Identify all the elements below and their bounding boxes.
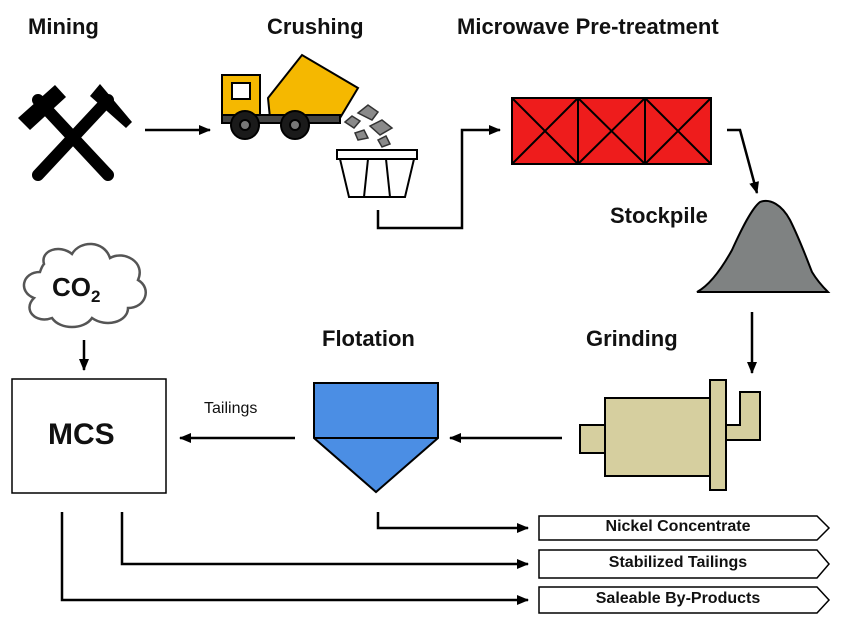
output-banner-stabilized: [538, 549, 830, 579]
co2-label: CO2: [52, 272, 100, 307]
label-mining: Mining: [28, 14, 99, 39]
arrow-to-saleable-by-products: [60, 512, 529, 605]
output-label-nickel: Nickel Concentrate: [605, 518, 751, 535]
arrow-microwave-to-stockpile: [727, 128, 759, 194]
output-banner-nickel: [538, 515, 831, 541]
label-flotation: Flotation: [322, 326, 415, 351]
mcs-box: [11, 378, 167, 494]
label-microwave: Microwave Pre-treatment: [457, 14, 719, 39]
crossed-hammers-icon: [18, 84, 132, 181]
stockpile-icon: [696, 200, 831, 293]
microwave-unit: [511, 97, 712, 165]
co2-base: CO: [52, 272, 91, 302]
cloud-icon: [22, 242, 147, 329]
output-banner-saleable: [538, 586, 831, 614]
rocks-icon: [343, 104, 394, 148]
flotation-cell-icon: [313, 382, 439, 494]
label-tailings: Tailings: [204, 400, 258, 417]
co2-subscript: 2: [91, 287, 101, 307]
label-stockpile: Stockpile: [610, 203, 708, 228]
output-label-stabilized: Stabilized Tailings: [608, 554, 748, 571]
label-mcs: MCS: [48, 418, 115, 451]
arrow-to-stabilized-tailings: [120, 512, 529, 569]
output-label-saleable: Saleable By-Products: [595, 590, 761, 607]
arrow-to-nickel-concentrate: [376, 512, 529, 533]
hopper-icon: [336, 149, 418, 198]
label-crushing: Crushing: [267, 14, 364, 39]
label-grinding: Grinding: [586, 326, 678, 351]
arrow-crushing-to-microwave: [376, 125, 501, 230]
grinding-mill-icon: [579, 379, 761, 491]
dump-truck-icon: [221, 53, 360, 140]
